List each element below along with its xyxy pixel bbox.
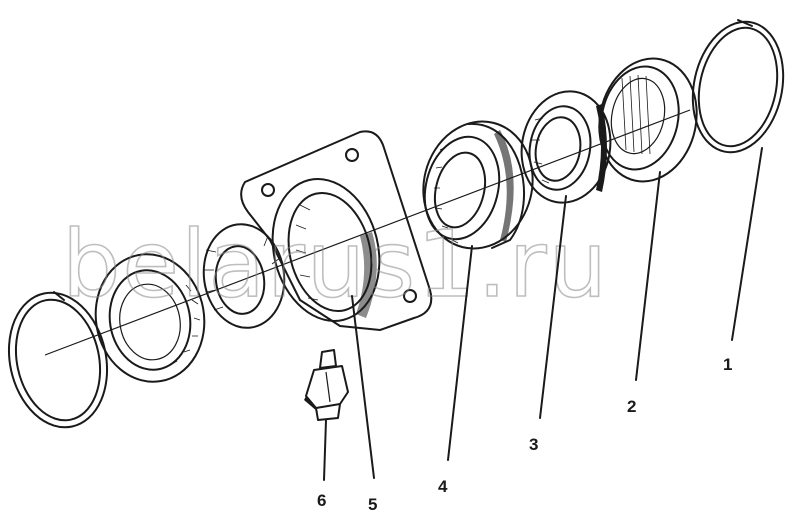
leader-line-2 (635, 171, 661, 381)
inner-seal-ring (202, 223, 286, 329)
part-1-snap-ring-right (691, 19, 785, 154)
leader-line-4 (447, 245, 473, 461)
callout-labels: 1 2 3 4 5 6 (317, 355, 732, 514)
callout-2: 2 (627, 397, 636, 416)
leader-line-3 (539, 195, 567, 419)
assembly-axis-line (44, 109, 691, 356)
part-4-needle-bearing (422, 120, 534, 250)
snap-ring-left (7, 291, 109, 429)
watermark-text: belarus1.ru (62, 211, 609, 318)
callout-5: 5 (368, 495, 377, 514)
leader-line-1 (731, 147, 763, 341)
callout-1: 1 (723, 355, 732, 374)
callout-6: 6 (317, 491, 326, 510)
callout-4: 4 (438, 477, 448, 496)
leader-line-6 (323, 419, 327, 481)
leader-lines (323, 147, 763, 481)
leader-line-5 (351, 295, 375, 479)
part-5-flanged-housing (240, 130, 433, 331)
part-3-ball-bearing (520, 90, 612, 204)
part-6-grease-fitting (304, 349, 349, 421)
callout-3: 3 (529, 435, 538, 454)
